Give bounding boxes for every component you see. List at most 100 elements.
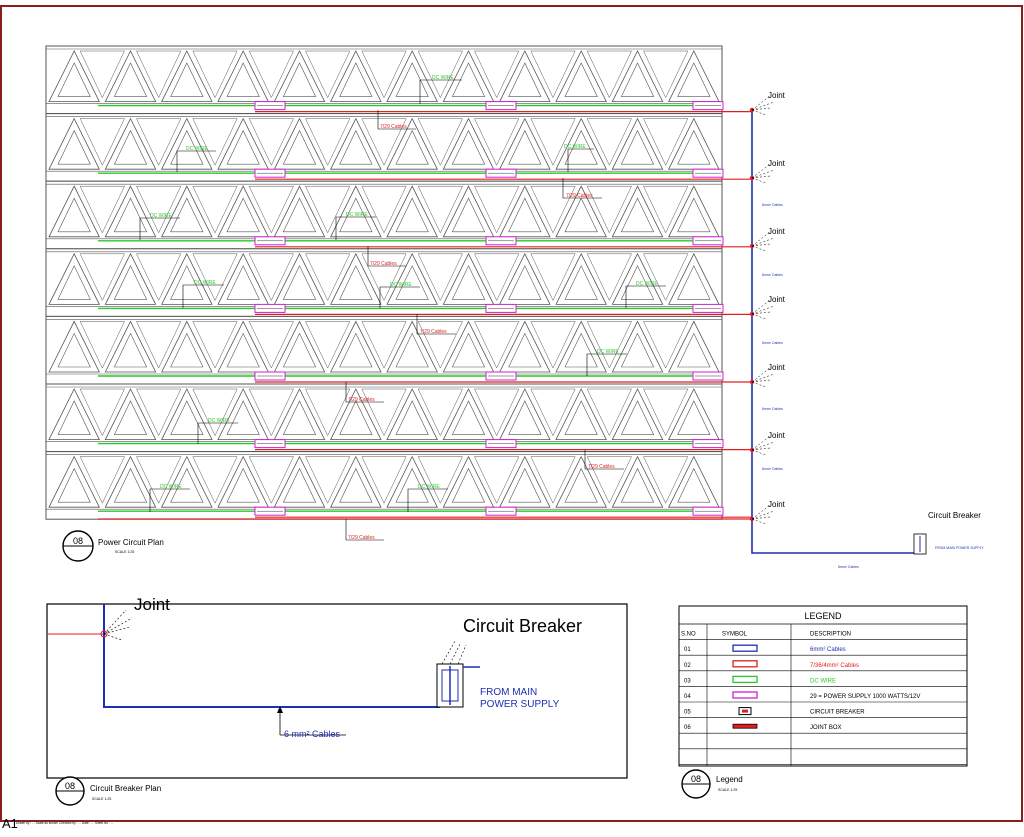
truss-triangle [273,320,326,373]
truss-inverted-triangle [192,118,238,166]
truss-triangle-inner [339,265,373,300]
truss-triangle-inner [620,265,655,300]
truss-inverted-triangle [136,185,182,234]
truss-triangle-inner [564,129,598,165]
truss-triangle-inner [395,265,429,300]
truss-inverted-triangle [192,185,238,234]
joint-label: Joint [768,159,786,168]
truss-triangle [161,252,213,305]
truss-inverted-triangle [643,253,689,301]
power-plan-number: 08 [73,536,83,546]
truss-inverted-triangle [530,253,576,301]
truss-triangle [555,252,607,305]
truss-triangle-inner [113,129,148,165]
joint-leader [751,449,767,456]
truss-triangle-inner [451,400,486,435]
truss-triangle-inner [451,332,486,368]
truss-inverted-triangle [530,118,576,166]
truss-triangle [48,117,100,170]
truss-triangle [611,252,664,305]
truss-inverted-triangle [530,388,576,437]
truss-inverted-triangle [79,50,125,99]
truss-inverted-triangle [586,253,632,301]
truss-inverted-triangle [361,118,407,166]
red-cable-leader [345,382,384,403]
truss-triangle [161,185,213,238]
truss-inverted-triangle [248,253,294,301]
truss-inverted-triangle [417,456,463,504]
plan-from-main-label: FROM MAIN POWER SUPPLY [935,546,984,550]
joint-leader [751,237,775,247]
truss-triangle-inner [564,467,598,503]
joint-leader-1 [103,609,127,635]
truss-triangle [555,320,607,373]
red-cable-label: 7/29 Cables [420,329,447,335]
truss-triangle [499,117,551,170]
truss-triangle-inner [226,467,260,503]
truss-triangle [386,50,438,102]
truss-inverted-triangle [586,388,632,437]
truss-triangle [499,185,551,238]
truss-triangle [273,455,326,508]
truss-row-frame [45,45,723,115]
truss-triangle-inner [564,62,598,97]
joint-leader [751,245,767,252]
truss-inverted-triangle [136,118,182,166]
truss-triangle-inner [226,62,260,97]
joint-leader [751,107,771,111]
from-main-line-1: FROM MAIN [480,687,537,698]
truss-triangle-inner [113,400,148,435]
truss-inverted-triangle [79,321,125,369]
breaker-plan-scale: SCALE 1:25 [92,797,111,801]
legend-row-description: 6mm² Cables [810,647,846,653]
truss-inverted-triangle [417,321,463,369]
breaker-cable-label: 6 mm² Cables [284,729,341,739]
truss-inverted-triangle [643,456,689,504]
truss-triangle-inner [508,332,542,368]
truss-row [45,113,752,182]
joint-label: Joint [768,91,786,100]
truss-inverted-triangle [136,50,182,99]
truss-row [45,315,752,385]
joint-leader [751,311,771,315]
breaker-plan-cb-label: Circuit Breaker [463,616,582,636]
truss-triangle [386,455,438,508]
truss-triangle-inner [564,197,598,233]
dc-wire-leader [149,488,190,512]
truss-triangle-inner [226,197,260,233]
circuit-breaker-plan-panel: Joint Circuit Breaker FROM MAIN POWER SU… [46,595,628,779]
breaker-plan-title-block: 08 Circuit Breaker Plan SCALE 1:25 [55,776,161,806]
dc-wire-label: DC WIRE [160,484,182,490]
truss-triangle-inner [170,400,204,435]
truss-triangle [330,455,382,508]
truss-triangle [442,320,495,373]
legend-row-sno: 01 [684,647,691,653]
breaker-blue-cable [103,604,440,708]
truss-triangle [330,320,382,373]
legend-frame [678,605,968,767]
breaker-plan-frame [46,603,628,779]
truss-triangle-inner [451,265,486,300]
blue-cable-tag: 6mm² Cables [762,341,783,345]
truss-row [45,180,752,250]
blue-cable-icon [732,644,758,652]
truss-triangle-inner [508,467,542,503]
dc-wire-leader [625,285,666,308]
truss-inverted-triangle [192,388,238,437]
truss-triangle-inner [170,197,204,233]
truss-triangle [555,50,607,102]
truss-inverted-triangle [474,456,520,504]
truss-triangle [499,252,551,305]
truss-triangle-inner [339,332,373,368]
blue-cable-tag: 6mm² Cables [762,467,783,471]
truss-triangle-inner [282,197,317,233]
truss-triangle [330,117,382,170]
joint-leader [751,313,767,320]
joint-leader [751,381,767,388]
legend-row-description: 29 = POWER SUPPLY 1000 WATTS/12V [810,694,920,700]
from-main-line-2: POWER SUPPLY [480,699,560,710]
truss-inverted-triangle [192,321,238,369]
joint-leader [751,243,771,247]
truss-triangle [442,252,495,305]
